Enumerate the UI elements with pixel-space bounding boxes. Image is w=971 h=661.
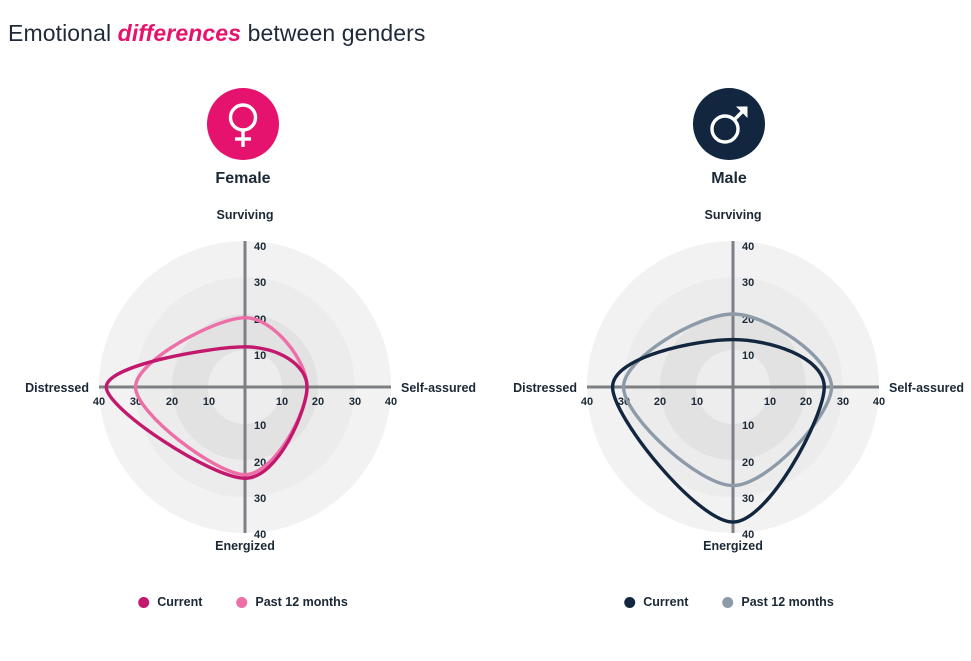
tick-distressed-20: 20 (166, 396, 178, 408)
legend-dot-current-male (624, 596, 636, 608)
axis-label-distressed-female: Distressed (25, 381, 89, 395)
tick-self-assured-20-male: 20 (800, 396, 812, 408)
radar-axes-female (99, 241, 391, 533)
tick-distressed-10-male: 10 (691, 396, 703, 408)
axis-label-energized-male: Energized (703, 539, 763, 553)
tick-surviving-30: 30 (254, 277, 266, 289)
mars-arrow-head (736, 106, 748, 118)
tick-surviving-30-male: 30 (742, 277, 754, 289)
tick-energized-30: 30 (254, 493, 266, 505)
legend-item-past-male[interactable]: Past 12 months (722, 595, 834, 609)
tick-self-assured-30: 30 (349, 396, 361, 408)
page-title: Emotional differences between genders (8, 20, 426, 47)
female-label: Female (215, 170, 271, 187)
tick-self-assured-10-male: 10 (764, 396, 776, 408)
venus-icon (207, 88, 279, 160)
radar-series-female (104, 315, 309, 480)
legend-item-current-male[interactable]: Current (624, 595, 688, 609)
tick-energized-20-male: 20 (742, 457, 754, 469)
tick-self-assured-30-male: 30 (837, 396, 849, 408)
tick-energized-10-male: 10 (742, 420, 754, 432)
female-radar-svg: Surviving Energized Self-assured Distres… (25, 208, 476, 553)
legend-dot-past-female (236, 596, 248, 608)
page-title-before: Emotional (8, 20, 118, 46)
female-radar-chart: Surviving Energized Self-assured Distres… (0, 205, 486, 555)
male-radar-svg: Surviving Energized Self-assured Distres… (513, 208, 964, 553)
legend-label-past-female: Past 12 months (255, 595, 348, 609)
legend-label-current-female: Current (157, 595, 203, 609)
legend-female: Current Past 12 months (138, 595, 348, 609)
axis-label-self-assured-male: Self-assured (889, 381, 964, 395)
page-title-after: between genders (241, 20, 426, 46)
tick-surviving-10-male: 10 (742, 350, 754, 362)
female-badge (207, 88, 279, 160)
mars-ring (710, 114, 740, 144)
radar-series-male (610, 312, 834, 524)
axis-label-distressed-male: Distressed (513, 381, 577, 395)
male-radar-chart: Surviving Energized Self-assured Distres… (486, 205, 971, 555)
legend-item-past-female[interactable]: Past 12 months (236, 595, 348, 609)
tick-energized-30-male: 30 (742, 493, 754, 505)
axis-label-energized-female: Energized (215, 539, 275, 553)
radar-series-female-past-12-months (133, 315, 309, 477)
legend-label-past-male: Past 12 months (741, 595, 834, 609)
panel-female: Female Surviving Energized Self-assured … (0, 88, 486, 609)
male-badge (693, 88, 765, 160)
axis-label-surviving-male: Surviving (705, 208, 762, 222)
axis-label-surviving-female: Surviving (217, 208, 274, 222)
tick-self-assured-40: 40 (385, 396, 397, 408)
panel-male: Male Surviving Energized Self-assured Di… (486, 0, 971, 661)
tick-self-assured-20: 20 (312, 396, 324, 408)
tick-self-assured-40-male: 40 (873, 396, 885, 408)
tick-distressed-40-male: 40 (581, 396, 593, 408)
badge-circle-male (693, 88, 765, 160)
legend-item-current-female[interactable]: Current (138, 595, 202, 609)
tick-energized-40-male: 40 (742, 529, 754, 541)
tick-distressed-40: 40 (93, 396, 105, 408)
axis-label-self-assured-female: Self-assured (401, 381, 476, 395)
legend-dot-current-female (138, 596, 150, 608)
radar-series-female-current (104, 345, 309, 480)
legend-label-current-male: Current (643, 595, 689, 609)
badge-circle-female (207, 88, 279, 160)
venus-cross (235, 137, 251, 141)
radar-series-male-current (610, 337, 826, 524)
legend-dot-past-male (722, 596, 734, 608)
legend-male: Current Past 12 months (624, 595, 834, 609)
tick-energized-10: 10 (254, 420, 266, 432)
tick-surviving-40: 40 (254, 241, 266, 253)
mars-icon (693, 88, 765, 160)
tick-distressed-20-male: 20 (654, 396, 666, 408)
tick-self-assured-10: 10 (276, 396, 288, 408)
tick-surviving-40-male: 40 (742, 241, 754, 253)
page-title-accent: differences (117, 20, 242, 46)
tick-energized-40: 40 (254, 529, 266, 541)
tick-distressed-10: 10 (203, 396, 215, 408)
male-label: Male (711, 170, 747, 187)
tick-surviving-10: 10 (254, 350, 266, 362)
